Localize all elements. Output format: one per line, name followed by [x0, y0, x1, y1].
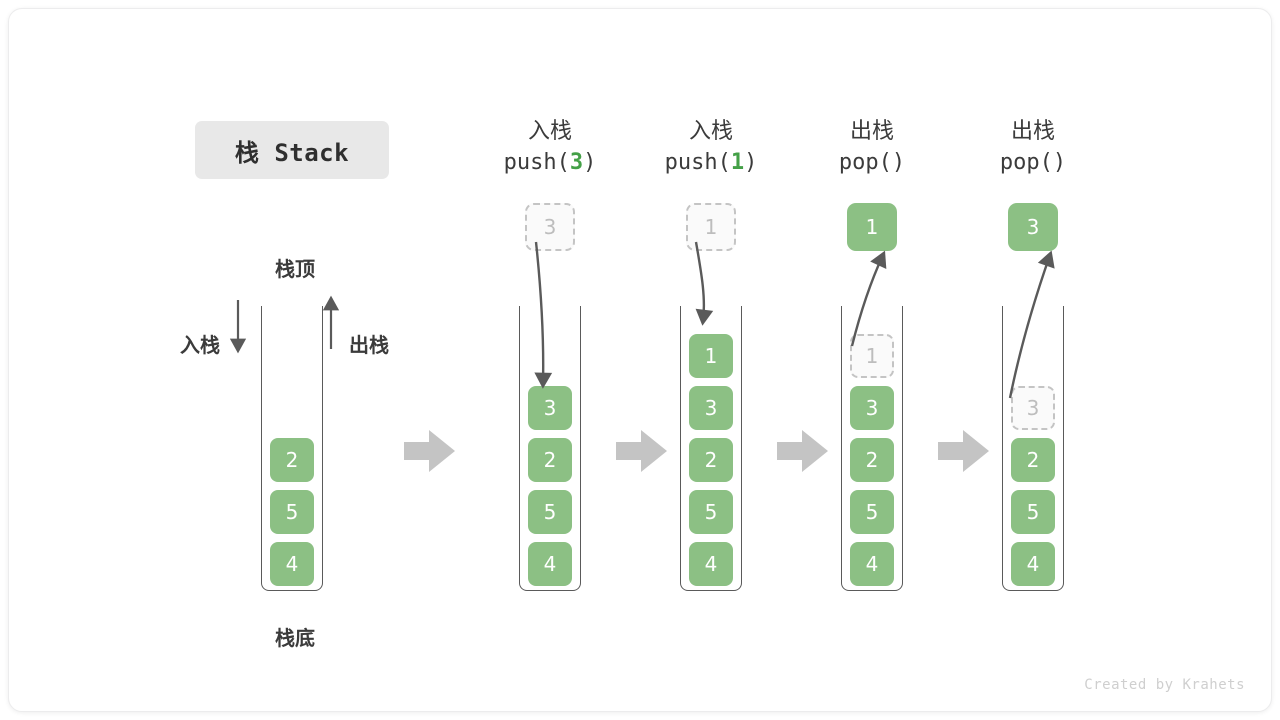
- transition-arrow-4: [938, 430, 989, 472]
- reference-stack-container: 2 5 4: [261, 306, 323, 591]
- stack-bottom-label-wrap: 栈底: [245, 622, 345, 651]
- footer-credit: Created by Krahets: [1084, 677, 1245, 693]
- call-suffix: ): [744, 150, 758, 175]
- left-pop-label: 出栈: [349, 333, 389, 357]
- step-header-operation: 出栈: [1010, 119, 1055, 144]
- stack-container-push-3: 3 2 5 4: [519, 306, 581, 591]
- stack-cell: 5: [270, 490, 314, 534]
- left-push-label-wrap: 入栈: [180, 329, 220, 358]
- step-header-operation: 入栈: [527, 119, 572, 144]
- step-header-call: pop(): [938, 147, 1128, 179]
- stack-cell: 2: [1011, 438, 1055, 482]
- call-suffix: ): [583, 150, 597, 175]
- floating-value-box-pop-3: 3: [1008, 203, 1058, 251]
- stack-cells-push-3: 3 2 5 4: [520, 386, 580, 586]
- stack-cell: 2: [689, 438, 733, 482]
- floating-value-box-push-3: 3: [525, 203, 575, 251]
- stack-cell-ghost: 3: [1011, 386, 1055, 430]
- stack-cell: 3: [850, 386, 894, 430]
- call-prefix: push(: [503, 150, 570, 175]
- step-header-pop-1: 出栈 pop(): [777, 117, 967, 179]
- step-header-call: pop(): [777, 147, 967, 179]
- floating-value-box-push-1: 1: [686, 203, 736, 251]
- stack-cell: 4: [270, 542, 314, 586]
- stack-cells-push-1: 1 3 2 5 4: [681, 334, 741, 586]
- title-badge: 栈 Stack: [195, 121, 389, 179]
- stack-cell: 5: [689, 490, 733, 534]
- step-header-call: push(1): [616, 147, 806, 179]
- stack-cell-ghost: 1: [850, 334, 894, 378]
- call-suffix: ): [891, 150, 906, 175]
- transition-arrow-1: [404, 430, 455, 472]
- stack-cells-pop-3: 3 2 5 4: [1003, 386, 1063, 586]
- stack-container-push-1: 1 3 2 5 4: [680, 306, 742, 591]
- stack-container-pop-3: 3 2 5 4: [1002, 306, 1064, 591]
- left-push-label: 入栈: [180, 333, 220, 357]
- call-prefix: pop(: [838, 150, 892, 175]
- call-suffix: ): [1052, 150, 1067, 175]
- transition-arrow-2: [616, 430, 667, 472]
- stack-cell: 5: [850, 490, 894, 534]
- arrows-overlay: [229, 241, 1055, 472]
- transition-arrow-3: [777, 430, 828, 472]
- stack-cell: 2: [528, 438, 572, 482]
- call-prefix: pop(: [999, 150, 1053, 175]
- stack-container-pop-1: 1 3 2 5 4: [841, 306, 903, 591]
- call-prefix: push(: [664, 150, 731, 175]
- stack-cell: 3: [528, 386, 572, 430]
- stack-cell: 4: [850, 542, 894, 586]
- step-header-call: push(3): [455, 147, 645, 179]
- step-header-operation: 入栈: [688, 119, 733, 144]
- call-argument: 1: [730, 150, 745, 175]
- stack-cell: 2: [850, 438, 894, 482]
- stack-cell: 4: [689, 542, 733, 586]
- stack-cell: 5: [528, 490, 572, 534]
- stack-cell: 4: [528, 542, 572, 586]
- step-header-push-3: 入栈 push(3): [455, 117, 645, 179]
- stack-top-label: 栈顶: [275, 257, 315, 281]
- step-header-pop-3: 出栈 pop(): [938, 117, 1128, 179]
- title-badge-label: 栈 Stack: [234, 138, 350, 167]
- stack-bottom-label: 栈底: [275, 626, 315, 650]
- stack-cell: 4: [1011, 542, 1055, 586]
- reference-stack-cells: 2 5 4: [262, 438, 322, 586]
- step-header-push-1: 入栈 push(1): [616, 117, 806, 179]
- stack-cell: 2: [270, 438, 314, 482]
- stack-cell: 3: [689, 386, 733, 430]
- stack-cells-pop-1: 1 3 2 5 4: [842, 334, 902, 586]
- stack-cell: 1: [689, 334, 733, 378]
- stack-cell: 5: [1011, 490, 1055, 534]
- call-argument: 3: [569, 150, 584, 175]
- step-header-operation: 出栈: [849, 119, 894, 144]
- left-pop-label-wrap: 出栈: [349, 329, 389, 358]
- stack-top-label-wrap: 栈顶: [245, 253, 345, 282]
- floating-value-box-pop-1: 1: [847, 203, 897, 251]
